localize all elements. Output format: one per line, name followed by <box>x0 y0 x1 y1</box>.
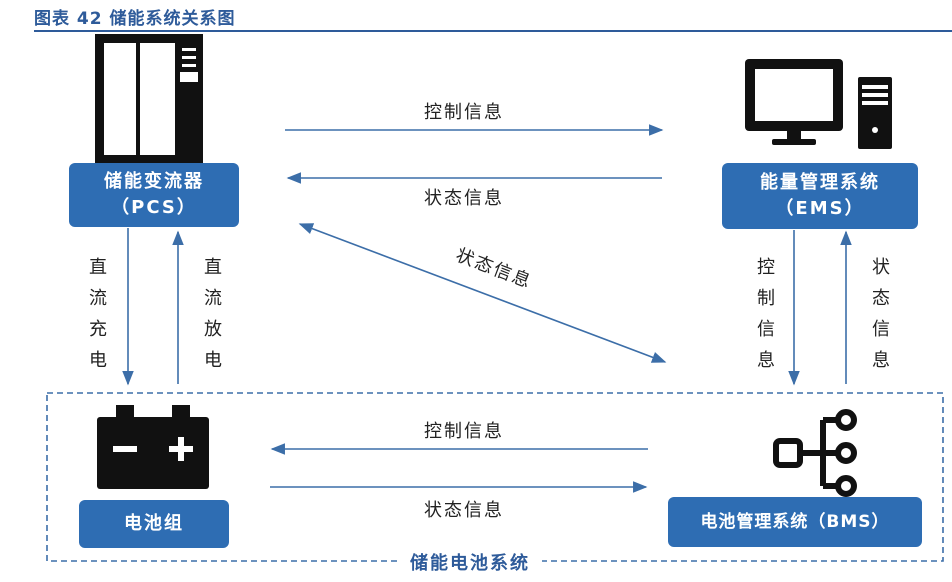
label-battery-to-bms: 状态信息 <box>424 500 504 521</box>
vchar: 直 <box>89 257 107 278</box>
arrow-diagonal-status <box>298 223 667 363</box>
vchar: 电 <box>204 350 222 371</box>
label-ems-down: 控 制 信 息 <box>754 252 778 376</box>
ems-name: 能量管理系统 <box>760 172 880 193</box>
figure-title: 图表 42 储能系统关系图 <box>34 9 236 29</box>
vchar: 制 <box>757 288 775 309</box>
label-pcs-down: 直 流 充 电 <box>86 252 110 376</box>
vchar: 息 <box>872 350 890 371</box>
label-pcs-up: 直 流 放 电 <box>201 252 225 376</box>
vchar: 息 <box>757 350 775 371</box>
title-rule <box>34 30 952 32</box>
computer-icon <box>745 59 892 149</box>
tree-network-icon <box>773 409 857 497</box>
ems-box: 能量管理系统 （EMS） <box>722 163 918 229</box>
bms-label: 电池管理系统（BMS） <box>700 512 890 532</box>
vchar: 信 <box>757 319 775 340</box>
bms-box: 电池管理系统（BMS） <box>668 497 922 547</box>
vchar: 信 <box>872 319 890 340</box>
label-bms-to-battery: 控制信息 <box>424 421 504 442</box>
vchar: 直 <box>204 257 222 278</box>
vchar: 态 <box>872 288 890 309</box>
label-ems-to-pcs: 状态信息 <box>424 188 504 209</box>
battery-label: 电池组 <box>124 513 184 534</box>
battery-box: 电池组 <box>79 500 229 548</box>
vchar: 控 <box>757 257 775 278</box>
system-label: 储能电池系统 <box>398 549 542 575</box>
label-pcs-to-ems: 控制信息 <box>424 102 504 123</box>
label-ems-up: 状 态 信 息 <box>869 252 893 376</box>
vchar: 充 <box>89 319 107 340</box>
vchar: 状 <box>872 257 890 278</box>
pcs-name: 储能变流器 <box>104 171 204 192</box>
pcs-abbr: （PCS） <box>111 197 197 218</box>
cabinet-icon <box>95 34 203 166</box>
vchar: 流 <box>204 288 222 309</box>
vchar: 电 <box>89 350 107 371</box>
vchar: 流 <box>89 288 107 309</box>
vchar: 放 <box>204 319 222 340</box>
ems-abbr: （EMS） <box>775 198 865 219</box>
battery-icon <box>97 405 209 489</box>
pcs-box: 储能变流器 （PCS） <box>69 163 239 227</box>
